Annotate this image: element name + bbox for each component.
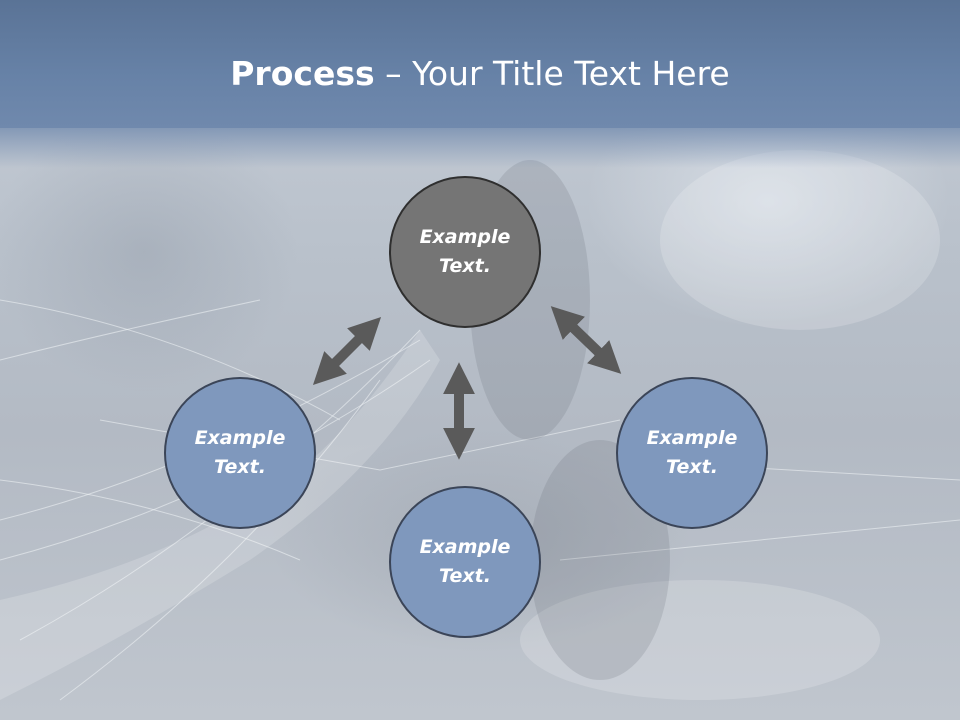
arrow-top-right	[550, 306, 622, 374]
arrow-top-left	[312, 316, 382, 386]
node-bottom: Example Text.	[389, 486, 541, 638]
node-bottom-label: Example Text.	[419, 536, 511, 587]
node-top-label: Example Text.	[419, 226, 511, 277]
node-right: Example Text.	[616, 377, 768, 529]
node-top: Example Text.	[389, 176, 541, 328]
title-bar	[0, 0, 960, 128]
title-rest: – Your Title Text Here	[374, 54, 730, 93]
title-bar-fade	[0, 128, 960, 168]
title-bold: Process	[230, 54, 375, 93]
slide-title: Process – Your Title Text Here	[0, 52, 960, 96]
node-left: Example Text.	[164, 377, 316, 529]
node-right-label: Example Text.	[646, 427, 738, 478]
node-left-label: Example Text.	[194, 427, 286, 478]
